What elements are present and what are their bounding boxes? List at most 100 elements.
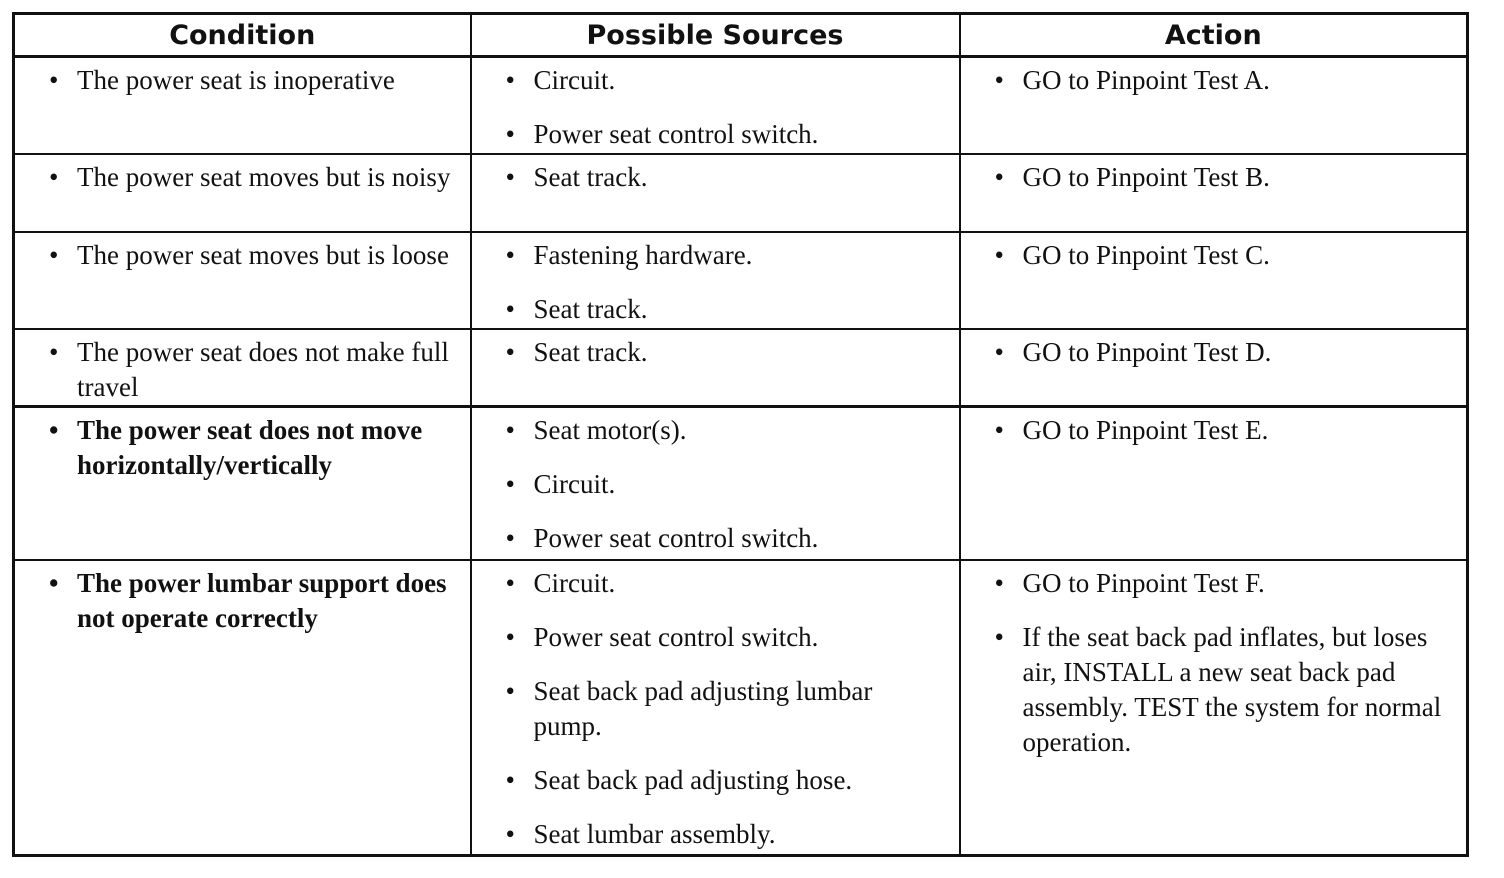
condition-item: • The power seat is inoperative [49,63,458,98]
action-cell: • GO to Pinpoint Test E. [958,405,1469,561]
action-item: • GO to Pinpoint Test F. [995,566,1455,601]
condition-text: The power seat moves but is loose [77,239,449,270]
sources-cell: • Circuit. • Power seat control switch. [469,55,961,155]
condition-item: •The power seat does not make full trave… [49,335,458,405]
bullet: • [49,161,59,192]
action-text: GO to Pinpoint Test F. [1022,567,1265,598]
bullet: • [49,567,59,598]
source-text: Fastening hardware. [533,239,753,270]
action-item: • GO to Pinpoint Test B. [995,160,1455,195]
source-text: Seat back pad adjusting lumbar pump. [533,675,873,741]
action-text: GO to Pinpoint Test B. [1022,161,1270,192]
source-text: Power seat control switch. [533,119,819,149]
table-row: •The power seat moves but is loose •Fast… [12,230,1469,330]
source-item: • Seat track. [506,292,947,327]
source-item: • Power seat control switch. [506,521,947,556]
condition-item: • The power seat moves but is loose [49,238,458,273]
source-text: Power seat control switch. [533,523,819,553]
source-text: Seat motor(s). [533,415,687,445]
bullet: • [49,65,59,95]
source-item: •Fastening hardware. [506,238,947,273]
bullet: • [994,415,1004,445]
action-item: • GO to Pinpoint Test E. [995,413,1455,448]
source-text: Seat lumbar assembly. [533,818,776,849]
action-cell: • GO to Pinpoint Test A. [958,55,1469,155]
bullet: • [994,239,1004,270]
bullet: • [505,469,515,499]
source-text: Circuit. [533,567,616,598]
bullet: • [994,65,1004,95]
bullet: • [505,119,515,149]
table-row: •The power seat moves but is noisy • Seat… [12,152,1469,233]
action-item: • GO to Pinpoint Test C. [995,238,1455,273]
source-text: Seat track. [533,336,648,367]
condition-item: • The power seat does not move horizontal… [49,413,458,483]
condition-item: •The power lumbar support does not opera… [49,566,458,636]
bullet: • [505,621,515,652]
source-item: • Seat lumbar assembly. [506,817,947,852]
action-text: GO to Pinpoint Test D. [1022,336,1272,367]
sources-cell: • Seat track. [469,327,961,408]
bullet: • [505,336,515,367]
source-text: Power seat control switch. [533,621,819,652]
action-text: GO to Pinpoint Test C. [1022,239,1270,270]
source-item: • Power seat control switch. [506,117,947,152]
sources-cell: • Seat track. [469,152,961,233]
action-text: GO to Pinpoint Test E. [1022,415,1269,445]
table-row: • The power seat does not move horizontal… [12,405,1469,561]
source-item: • Circuit. [506,467,947,502]
table-row: •The power lumbar support does not opera… [12,558,1469,857]
source-text: Circuit. [533,469,616,499]
bullet: • [505,415,515,445]
condition-text: The power seat does not make full travel [77,336,449,402]
action-text: GO to Pinpoint Test A. [1022,65,1270,95]
source-item: • Circuit. [506,63,947,98]
bullet: • [505,161,515,192]
condition-cell: • The power seat moves but is loose [12,230,472,330]
action-item: • GO to Pinpoint Test D. [995,335,1455,370]
source-item: • Power seat control switch. [506,620,947,655]
condition-cell: • The power seat is inoperative [12,55,472,155]
bullet: • [994,621,1004,652]
header-condition: Condition [12,12,472,58]
bullet: • [505,523,515,553]
header-action: Action [958,12,1469,58]
bullet: • [505,293,515,324]
source-item: • Seat motor(s). [506,413,947,448]
source-item: • Seat track. [506,160,947,195]
condition-text: The power seat does not move horizontall… [77,415,423,480]
action-cell: • GO to Pinpoint Test C. [958,230,1469,330]
sources-cell: •Fastening hardware. • Seat track. [469,230,961,330]
condition-text: The power seat is inoperative [77,65,395,95]
bullet: • [505,818,515,849]
bullet: • [994,336,1004,367]
table-row: • The power seat is inoperative • Circuit.… [12,55,1469,155]
table-row: • The power seat does not make full trave… [12,327,1469,408]
bullet: • [505,764,515,795]
sources-cell: •Circuit. •Power seat control switch. •S… [469,558,961,857]
bullet: • [994,567,1004,598]
source-item: •Seat back pad adjusting lumbar pump. [506,674,947,744]
action-cell: • GO to Pinpoint Test F. • If the seat bac… [958,558,1469,857]
bullet: • [505,65,515,95]
action-text: If the seat back pad inflates, but loses… [1022,621,1442,757]
condition-cell: •The power seat does not make full trave… [12,327,472,408]
source-text: Seat track. [533,161,648,192]
source-text: Seat back pad adjusting hose. [533,764,853,795]
condition-cell: •The power seat moves but is noisy [12,152,472,233]
condition-cell: •The power lumbar support does not opera… [12,558,472,857]
header-possible-sources: Possible Sources [469,12,961,58]
source-item: •Circuit. [506,566,947,601]
action-item: • GO to Pinpoint Test A. [995,63,1455,98]
action-cell: • GO to Pinpoint Test D. [958,327,1469,408]
diagnosis-table: Condition Possible Sources Action •The p… [12,12,1469,857]
condition-cell: • The power seat does not move horizontal… [12,405,472,561]
bullet: • [49,415,59,445]
condition-item: •The power seat moves but is noisy [49,160,458,195]
header-row: Condition Possible Sources Action [12,12,1469,58]
source-item: • Seat back pad adjusting hose. [506,763,947,798]
bullet: • [994,161,1004,192]
source-text: Seat track. [533,293,648,324]
bullet: • [49,239,59,270]
source-text: Circuit. [533,65,616,95]
